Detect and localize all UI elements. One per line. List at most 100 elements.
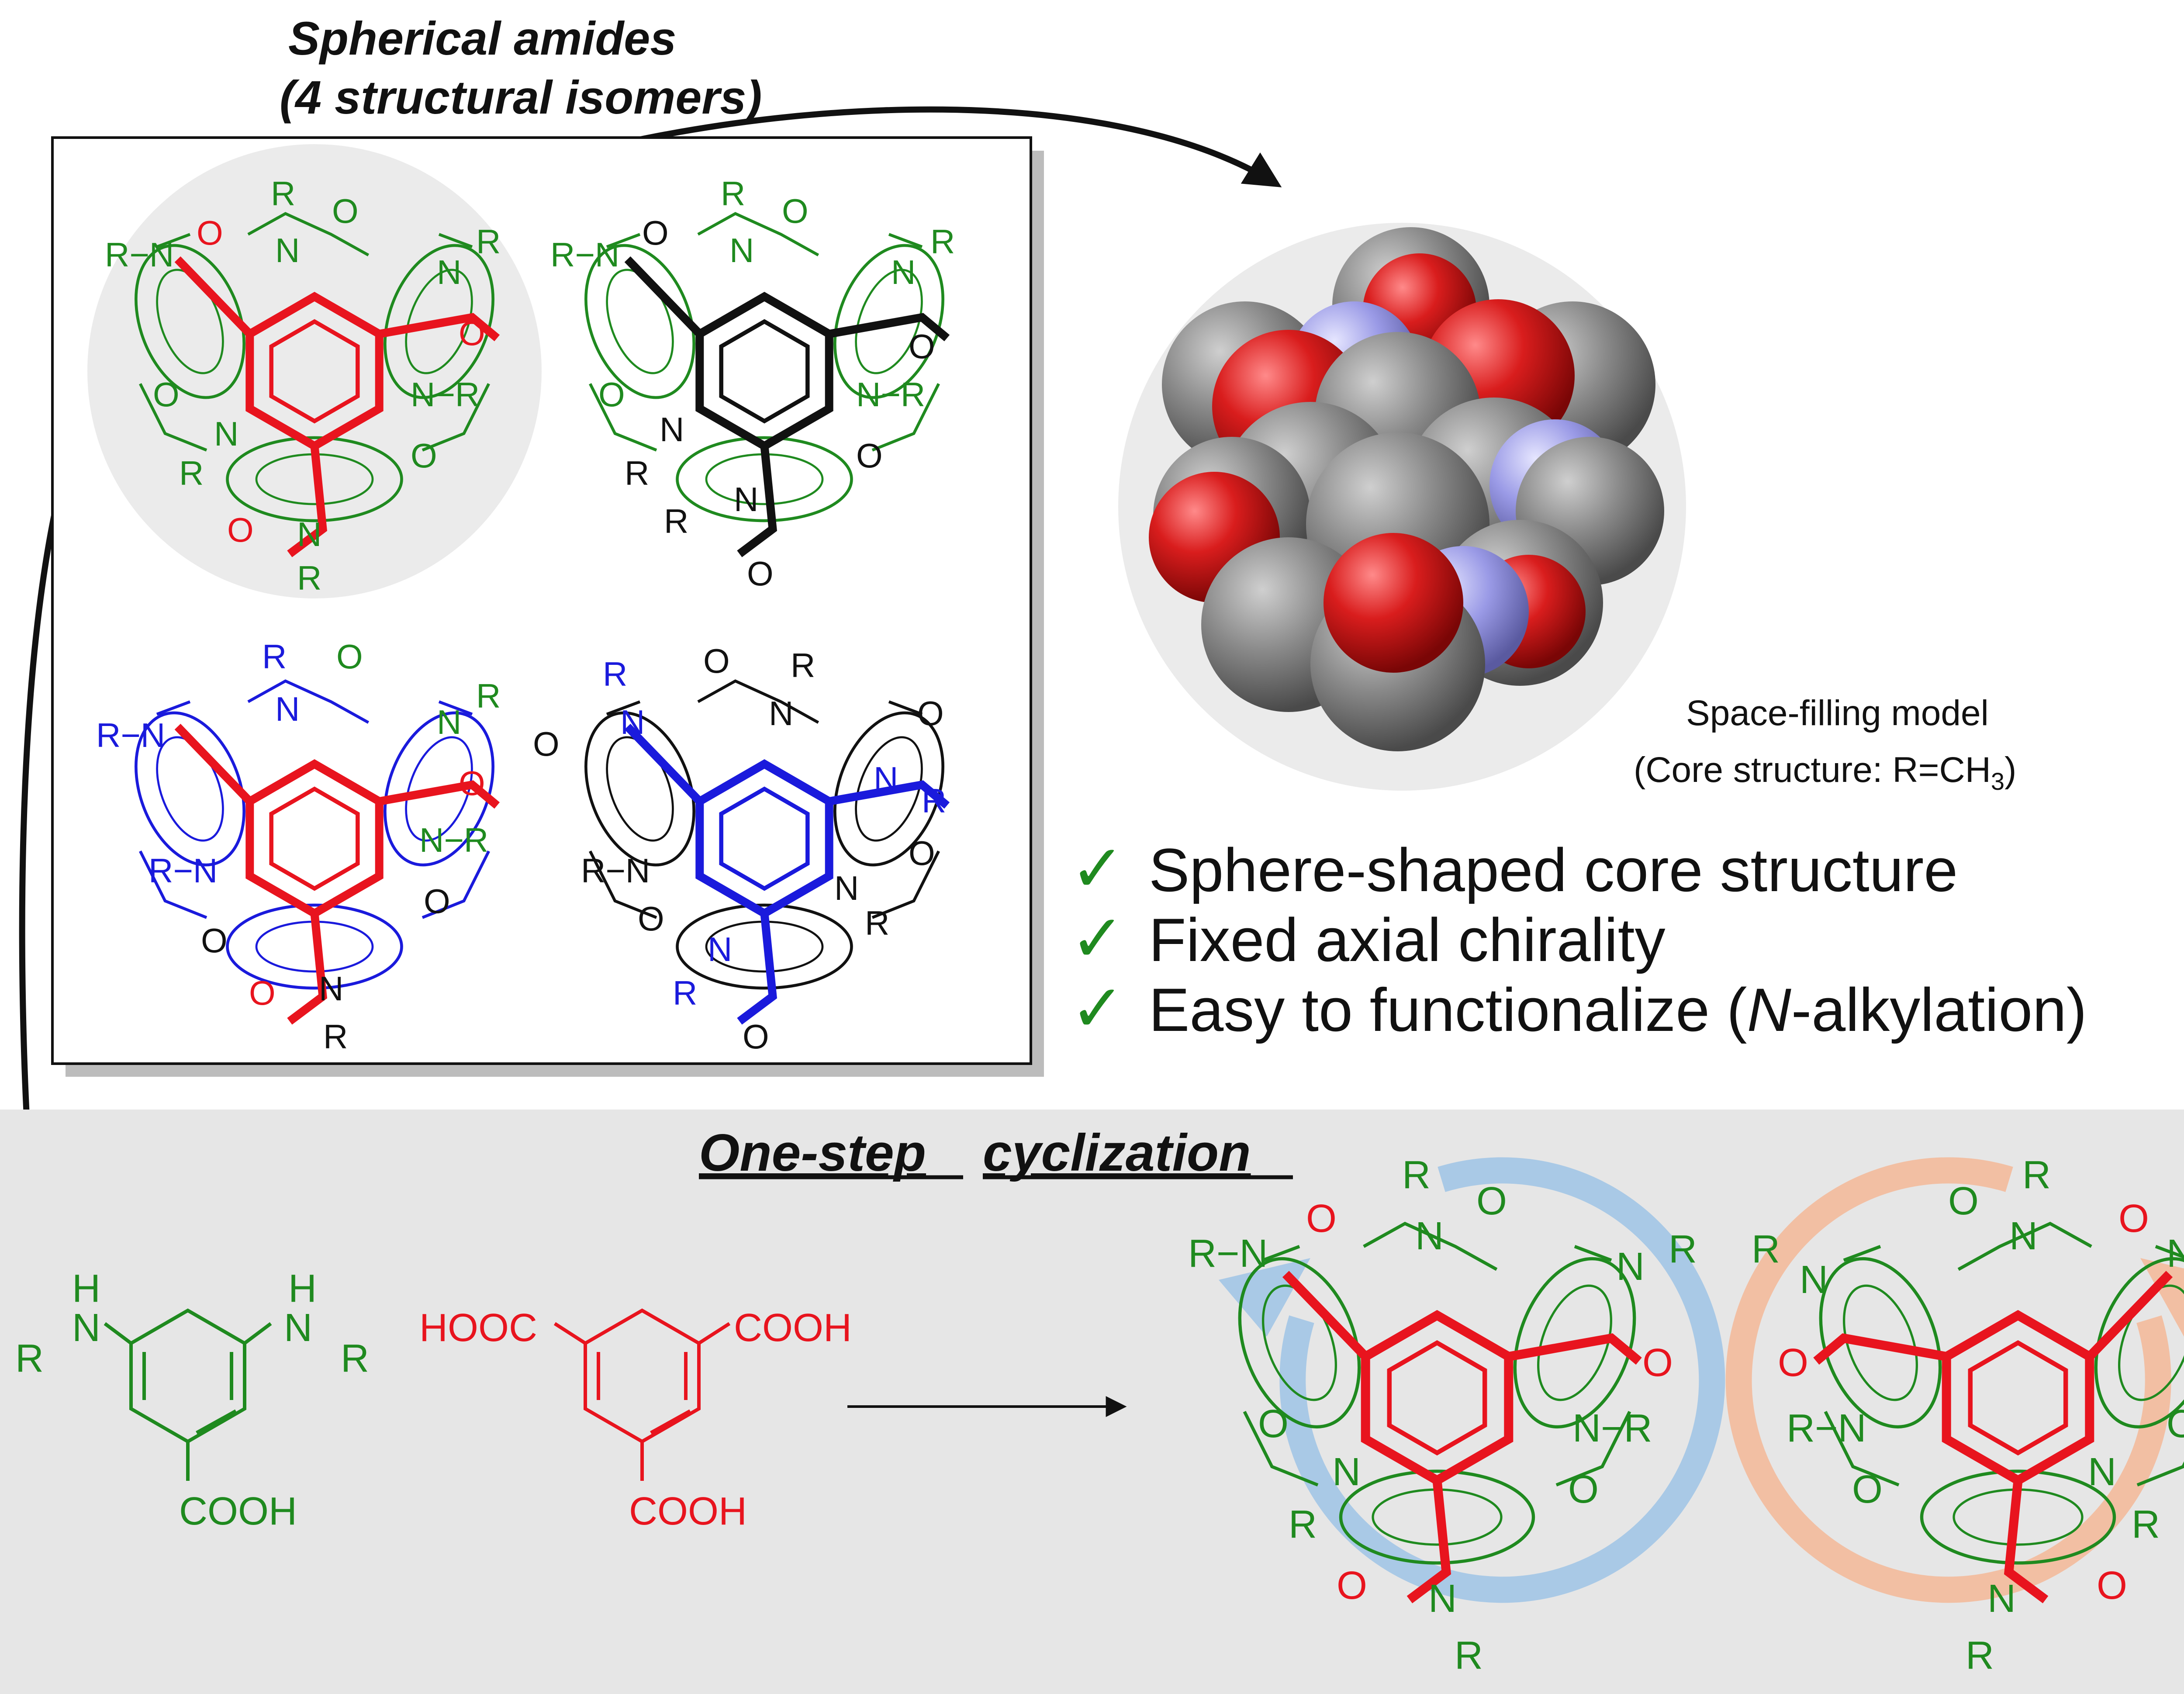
atom-label: O [411,436,437,475]
atom-label: R [179,454,204,492]
reagent-diamine [104,1308,272,1481]
atom-label: O [1852,1468,1883,1511]
rotation-arrow-orange [1725,1157,2171,1603]
atom-label: COOH [629,1490,747,1533]
model-caption-line1: Space-filling model [1686,693,1989,733]
atom-label: O [2118,1197,2149,1241]
atom-label: O [336,637,363,676]
atom-label: R−N [1188,1232,1268,1276]
atom-label: N [2009,1214,2038,1258]
header-title-line1: Spherical amides [288,12,676,65]
atom-label: R [1669,1227,1697,1271]
atom-label: O [197,214,223,252]
rotation-arrow-orange-head [2140,1258,2184,1337]
reagent-trimesic-acid [553,1308,731,1481]
check-icon: ✓ [1070,901,1125,977]
atom-label: N [437,253,461,291]
atom-label: N−R [411,375,480,414]
atom-label: R−N [1787,1407,1866,1450]
atom-label: H [288,1267,317,1310]
check-icon: ✓ [1070,831,1125,907]
atom-label: O [2167,1402,2184,1446]
atom-label: N [72,1306,100,1350]
atom-label: O [909,834,935,872]
atom-label: COOH [179,1490,297,1533]
atom-label: R [603,655,627,693]
atom-label: O [249,974,276,1012]
atom-label: N [1415,1214,1444,1258]
model-caption-prefix: (Core structure: R=CH [1634,750,1991,790]
atom-label: N [620,703,645,741]
atom-label: O [909,327,935,366]
atom-label: R [673,974,697,1012]
atom-label: N [2088,1450,2116,1494]
benefit-text-italic: N [1747,975,1792,1044]
atom-label: N−R [856,375,925,414]
atom-label: R [625,454,649,492]
atom-label: R [2022,1153,2051,1197]
atom-label: O [1337,1564,1367,1608]
model-caption-line2: (Core structure: R=CH3) [1634,750,2016,795]
model-caption-subscript: 3 [1991,767,2004,795]
model-caption-suffix: ) [2004,750,2016,790]
atom-label: O [332,192,359,230]
atom-label: R [271,174,295,213]
atom-label: O [153,375,180,414]
atom-label: O [917,694,944,733]
atom-label: H [72,1267,100,1310]
atom-label: R [1966,1634,1994,1677]
atom-label: R [865,904,889,942]
benefit-list: ✓ Sphere-shaped core structure ✓ Fixed a… [1070,831,2087,1047]
atom-label: N−R [419,821,488,859]
atom-label: N [660,410,684,449]
atom-label: N [297,515,321,553]
atom-label: N−R [2167,1232,2184,1276]
isomer-1: O R N O R−N N R O O N−R N O R O N R [87,144,542,598]
atom-label: N [275,231,300,270]
atom-label: R [1402,1153,1431,1197]
atom-label: R [1752,1227,1780,1271]
atom-label: O [747,554,774,593]
atom-label: R [262,637,287,676]
atom-label: R [1455,1634,1483,1677]
atom-label: R [664,502,688,540]
atom-label: N [734,480,758,519]
isomer-2: O R N O R−N N R O O N−R N O R N R O [550,174,963,593]
atom-label: O [227,511,254,549]
atom-label: O [1258,1402,1289,1446]
atom-label: N [834,869,859,907]
atom-label: N [284,1306,312,1350]
atom-label: O [642,214,669,252]
atom-label: O [201,921,228,960]
atom-label: R−N [105,235,174,274]
benefit-text-pre: Easy to functionalize ( [1149,975,1747,1044]
atom-label: R [323,1017,348,1056]
atom-label: O [2097,1564,2127,1608]
product-2: R O N O R N N−R O R−N O O N R O N R [1725,1153,2184,1677]
synthesis-title-part2: cyclization [983,1124,1251,1182]
atom-label: R [721,174,745,213]
space-filling-model [1118,223,1686,791]
atom-label: O [459,314,485,353]
atom-label: R [297,559,321,597]
atom-label: O [782,192,809,230]
atom-label: O [856,436,883,475]
atom-label: R−N [149,851,218,890]
atom-label: O [1948,1179,1979,1223]
atom-label: N [874,760,898,798]
atom-label: O [1476,1179,1507,1223]
isomer-1-halo [87,144,542,598]
atom-label: COOH [734,1306,852,1350]
atom-label: O [638,899,664,938]
atom-label: N [319,969,343,1008]
atom-label: N [1800,1258,1828,1302]
benefit-text-post: -alkylation) [1791,975,2087,1044]
isomer-3: R O N R−N N R O N−R R−N O O O N R [96,637,513,1056]
isomer-4: R O R N N O O N R O R−N N O R N R O [533,642,963,1056]
atom-label: HOOC [419,1306,537,1350]
atom-label: R [922,781,946,820]
atom-label: N [729,231,754,270]
atom-label: O [1778,1341,1808,1385]
atom-label: R [476,222,501,261]
